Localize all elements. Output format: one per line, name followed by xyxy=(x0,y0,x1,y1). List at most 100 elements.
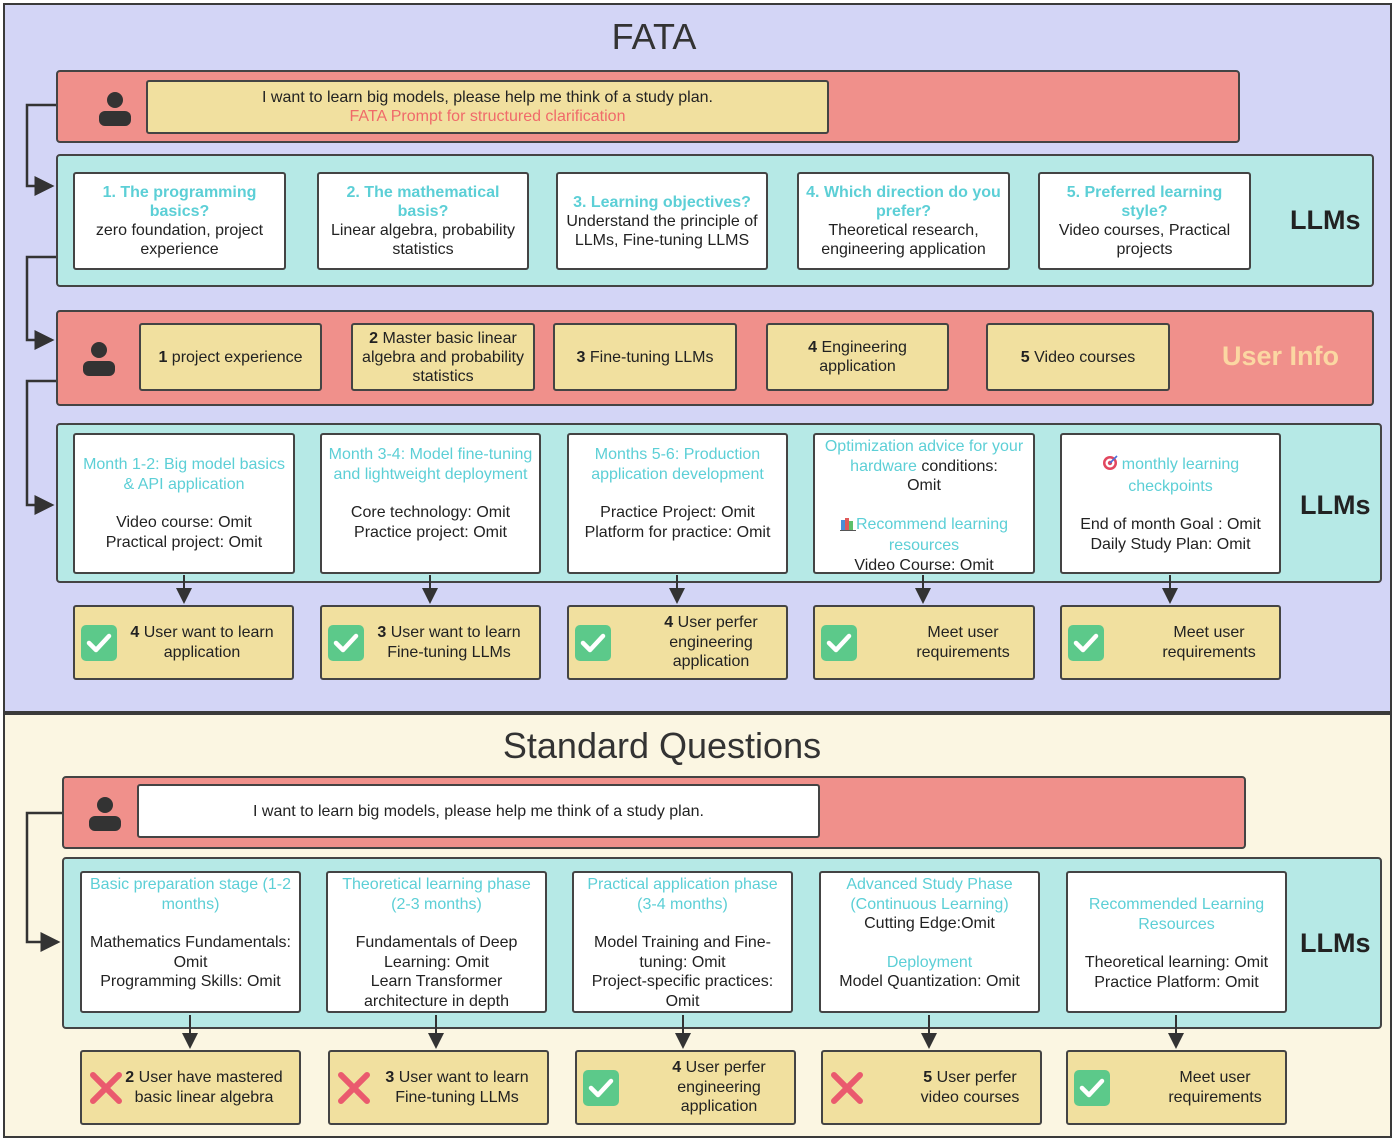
result-text: User want to learn application xyxy=(143,624,274,661)
result-box: 3 User want to learn Fine-tuning LLMs xyxy=(328,1050,549,1125)
result-text: User perfer engineering application xyxy=(669,614,758,671)
llm-label: LLMs xyxy=(1300,928,1371,958)
plan-line: Mathematics Fundamentals: Omit xyxy=(90,934,291,971)
question-card: 5. Preferred learning style? Video cours… xyxy=(1038,172,1251,270)
plan-subtitle: Deployment xyxy=(886,953,973,971)
question-title: 2. The mathematical basis? xyxy=(346,184,500,220)
flow-arrow xyxy=(25,811,62,952)
plan-card: Months 5-6: Production application devel… xyxy=(567,433,788,574)
plan-line: Practice project: Omit xyxy=(354,523,507,541)
question-title: 3. Learning objectives? xyxy=(573,193,751,211)
standard-prompt-box: I want to learn big models, please help … xyxy=(137,784,820,838)
llm-label: LLMs xyxy=(1300,490,1371,520)
plan-line: Theoretical learning: Omit xyxy=(1084,954,1269,971)
plan-line: Practical project: Omit xyxy=(105,533,263,551)
question-title: 4. Which direction do you prefer? xyxy=(806,184,1001,220)
chip-number: 3 xyxy=(576,348,586,366)
check-icon xyxy=(821,624,857,661)
question-answer: Video courses, Practical projects xyxy=(1058,222,1231,258)
plan-line: Programming Skills: Omit xyxy=(100,973,281,990)
plan-line: Video course: Omit xyxy=(116,514,252,531)
result-box: 2 User have mastered basic linear algebr… xyxy=(80,1050,301,1125)
plan-card: Theoretical learning phase (2-3 months) … xyxy=(326,871,547,1013)
question-card: 2. The mathematical basis? Linear algebr… xyxy=(317,172,529,270)
fata-prompt-box: I want to learn big models, please help … xyxy=(146,80,829,134)
plan-card: Basic preparation stage (1-2 months) Mat… xyxy=(80,871,301,1013)
result-number: 4 xyxy=(664,614,674,632)
plan-line: End of month Goal : Omit xyxy=(1080,516,1261,533)
plan-title: Advanced Study Phase (Continuous Learnin… xyxy=(846,876,1013,913)
check-icon xyxy=(1068,624,1104,661)
flow-arrow xyxy=(25,379,56,515)
cross-icon xyxy=(88,1070,124,1106)
result-number: 5 xyxy=(923,1069,933,1086)
plan-line: Practice Project: Omit xyxy=(600,504,755,521)
question-title: 5. Preferred learning style? xyxy=(1066,184,1223,220)
chip-number: 4 xyxy=(808,339,818,356)
question-answer: Understand the principle of LLMs, Fine-t… xyxy=(566,212,758,249)
result-text: User perfer video courses xyxy=(920,1069,1020,1106)
chip-number: 1 xyxy=(158,348,168,366)
check-icon xyxy=(583,1069,619,1106)
result-text: Meet user requirements xyxy=(916,624,1010,661)
plan-title: monthly learning checkpoints xyxy=(1121,456,1240,495)
cross-icon xyxy=(336,1070,372,1106)
result-box: Meet user requirements xyxy=(1060,605,1281,680)
plan-title: Practical application phase (3-4 months) xyxy=(587,876,778,913)
result-number: 4 xyxy=(130,624,140,641)
chip-text: project experience xyxy=(171,348,303,366)
plan-card: Practical application phase (3-4 months)… xyxy=(572,871,793,1013)
llm-label: LLMs xyxy=(1290,205,1361,235)
plan-title: Optimization advice for your hardware xyxy=(824,438,1024,475)
question-card: 4. Which direction do you prefer? Theore… xyxy=(797,172,1010,270)
question-answer: Linear algebra, probability statistics xyxy=(330,222,516,258)
user-info-chip: 3 Fine-tuning LLMs xyxy=(553,323,737,391)
result-box: 4 User perfer engineering application xyxy=(575,1050,796,1125)
plan-title: Month 1-2: Big model basics & API applic… xyxy=(83,456,285,493)
fata-prompt-text: I want to learn big models, please help … xyxy=(262,89,713,106)
plan-title: Recommended Learning Resources xyxy=(1088,896,1265,933)
plan-line: Model Training and Fine-tuning: Omit xyxy=(594,934,771,971)
plan-line: Daily Study Plan: Omit xyxy=(1090,535,1251,553)
plan-line: Platform for practice: Omit xyxy=(584,523,771,541)
check-icon xyxy=(328,624,364,661)
plan-card: Month 3-4: Model fine-tuning and lightwe… xyxy=(320,433,541,574)
question-answer: Theoretical research, engineering applic… xyxy=(821,222,986,258)
plan-line: Omit xyxy=(907,477,941,494)
plan-title-suffix: conditions: xyxy=(921,457,998,475)
plan-title: Basic preparation stage (1-2 months) xyxy=(90,876,291,913)
result-box: 4 User perfer engineering application xyxy=(567,605,788,680)
result-number: 4 xyxy=(672,1059,682,1077)
user-info-chip: 1 project experience xyxy=(139,323,322,391)
standard-title: Standard Questions xyxy=(502,725,822,766)
result-text: User have mastered basic linear algebra xyxy=(134,1069,283,1106)
fata-title: FATA xyxy=(611,16,697,57)
standard-prompt-text: I want to learn big models, please help … xyxy=(253,802,704,820)
chip-text: Fine-tuning LLMs xyxy=(589,348,714,366)
cross-icon xyxy=(829,1070,865,1106)
user-info-chip: 2 Master basic linear algebra and probab… xyxy=(351,323,535,391)
plan-subtitle: Recommend learning resources xyxy=(855,515,1009,555)
plan-title: Months 5-6: Production application devel… xyxy=(591,446,764,483)
plan-card: Recommended Learning Resources Theoretic… xyxy=(1066,871,1287,1013)
result-text: Meet user requirements xyxy=(1162,624,1256,661)
result-number: 3 xyxy=(377,624,387,641)
chip-text: Video courses xyxy=(1034,348,1136,366)
flow-arrow xyxy=(25,103,56,196)
result-text: User want to learn Fine-tuning LLMs xyxy=(395,1069,529,1106)
check-icon xyxy=(1074,1069,1110,1106)
plan-line: Core technology: Omit xyxy=(350,504,511,521)
plan-card: Advanced Study Phase (Continuous Learnin… xyxy=(819,871,1040,1013)
result-text: User perfer engineering application xyxy=(677,1059,766,1116)
plan-line: Practice Platform: Omit xyxy=(1094,973,1259,991)
books-icon xyxy=(839,517,856,537)
plan-line: Fundamentals of Deep Learning: Omit xyxy=(355,934,518,971)
plan-card: monthly learning checkpoints End of mont… xyxy=(1060,433,1281,574)
chip-number: 2 xyxy=(369,329,379,347)
question-card: 3. Learning objectives? Understand the p… xyxy=(556,172,768,270)
flow-arrow xyxy=(25,255,56,350)
plan-line: Model Quantization: Omit xyxy=(839,973,1020,990)
question-title: 1. The programming basics? xyxy=(102,184,257,220)
result-box: 3 User want to learn Fine-tuning LLMs xyxy=(320,605,541,680)
question-answer: zero foundation, project experience xyxy=(95,222,264,258)
